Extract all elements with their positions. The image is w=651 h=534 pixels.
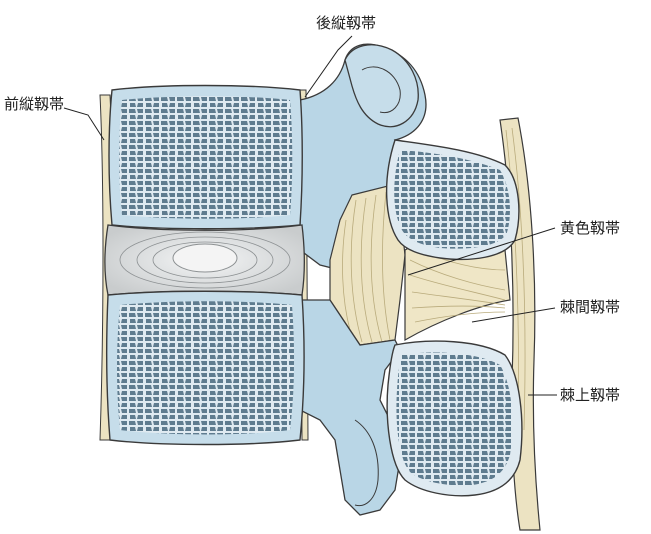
label-anterior-longitudinal: 前縦靱帯	[4, 95, 64, 113]
label-supraspinous: 棘上靱帯	[560, 386, 620, 404]
label-posterior-longitudinal: 後縦靱帯	[316, 14, 376, 32]
leader-anterior-longitudinal	[64, 108, 104, 140]
label-interspinous: 棘間靱帯	[560, 298, 620, 316]
nucleus-pulposus	[173, 244, 237, 272]
label-ligamentum-flavum: 黄色靱帯	[560, 219, 620, 237]
